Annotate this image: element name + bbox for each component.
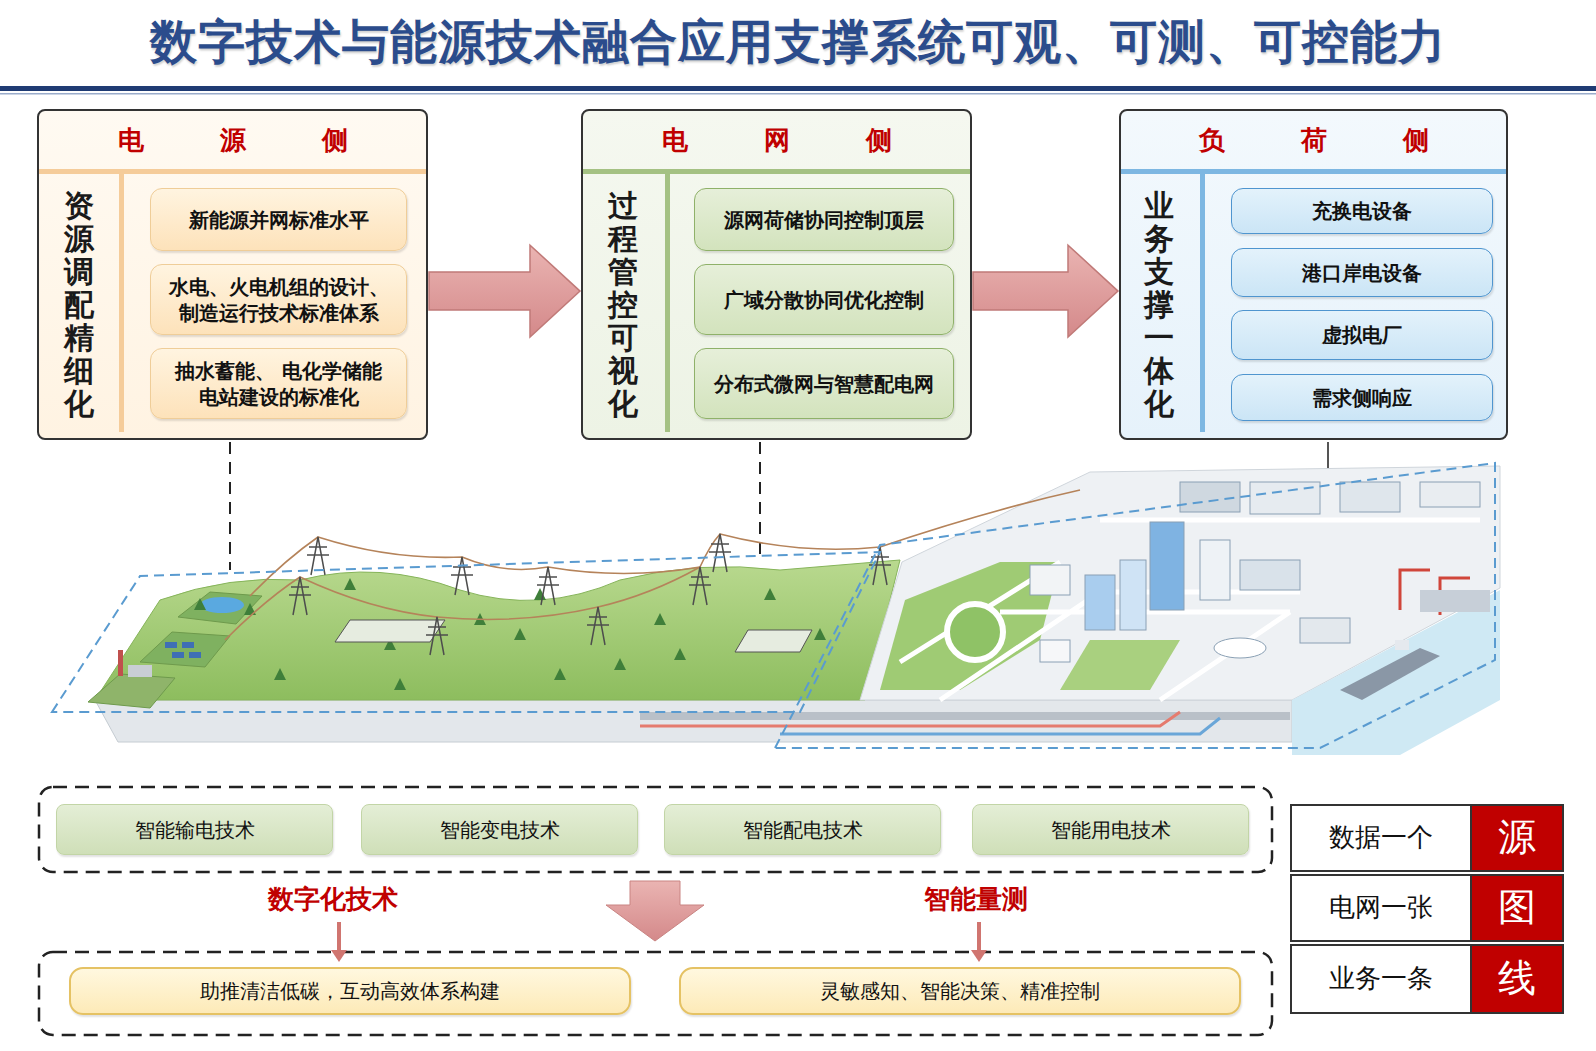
vertical-label: 业务支撑一体化 bbox=[1144, 189, 1174, 420]
box-text: 智能变电技术 bbox=[440, 817, 560, 843]
box-text: 源网荷储协同控制顶层 bbox=[724, 207, 924, 233]
item-box: 港口岸电设备 bbox=[1231, 248, 1493, 297]
panel-header: 电源侧 bbox=[39, 111, 426, 169]
box-text: 充换电设备 bbox=[1312, 198, 1412, 224]
tunnel bbox=[640, 712, 1290, 720]
block-arrow bbox=[973, 245, 1118, 337]
park bbox=[1060, 640, 1180, 690]
table-cell: 源 bbox=[1472, 806, 1562, 870]
item-box: 新能源并网标准水平 bbox=[150, 188, 407, 251]
region-outline bbox=[52, 552, 880, 712]
ship bbox=[1395, 640, 1409, 650]
tech-box: 智能变电技术 bbox=[361, 804, 638, 855]
table-cell: 数据一个 bbox=[1292, 806, 1470, 870]
box-text: 分布式微网与智慧配电网 bbox=[714, 371, 934, 397]
table-cell: 电网一张 bbox=[1292, 876, 1470, 940]
pipe bbox=[640, 712, 1180, 726]
ship bbox=[1340, 648, 1440, 700]
item-box: 水电、火电机组的设计、 制造运行技术标准体系 bbox=[150, 264, 407, 335]
diagram-title: 数字技术与能源技术融合应用支撑系统可观、可测、可控能力 bbox=[0, 8, 1596, 76]
box-text: 灵敏感知、智能决策、精准控制 bbox=[820, 978, 1100, 1004]
box-text: 港口岸电设备 bbox=[1302, 260, 1422, 286]
power-line bbox=[225, 567, 700, 640]
bridge bbox=[1420, 590, 1490, 612]
header-rule bbox=[39, 169, 426, 174]
tree bbox=[194, 578, 826, 690]
group-outline bbox=[39, 952, 1272, 1035]
region-outline bbox=[775, 463, 1495, 748]
box-text: 水电、火电机组的设计、 制造运行技术标准体系 bbox=[166, 274, 391, 326]
small-arrow bbox=[977, 922, 981, 950]
pylon bbox=[289, 534, 891, 655]
reservoir bbox=[200, 597, 244, 613]
box-text: 需求侧响应 bbox=[1312, 385, 1412, 411]
table-cell: 图 bbox=[1472, 876, 1562, 940]
base-slab bbox=[95, 700, 1292, 742]
box-text: 智能配电技术 bbox=[743, 817, 863, 843]
tech-box: 智能输电技术 bbox=[56, 804, 333, 855]
item-box: 需求侧响应 bbox=[1231, 374, 1493, 421]
box-text: 助推清洁低碳，互动高效体系构建 bbox=[200, 978, 500, 1004]
item-box: 充换电设备 bbox=[1231, 188, 1493, 234]
tech-box: 智能用电技术 bbox=[972, 804, 1249, 855]
side-panel: 电网侧过程管控可视化 源网荷储协同控制顶层广域分散协同优化控制分布式微网与智慧配电… bbox=[581, 109, 972, 440]
box-text: 新能源并网标准水平 bbox=[189, 207, 369, 233]
pipe bbox=[780, 718, 1220, 734]
road bbox=[900, 520, 1480, 700]
table-cell: 业务一条 bbox=[1292, 946, 1470, 1012]
leader-line bbox=[229, 442, 231, 570]
panel-header: 电网侧 bbox=[583, 111, 970, 169]
box-text: 虚拟电厂 bbox=[1322, 322, 1402, 348]
box-text: 智能输电技术 bbox=[135, 817, 255, 843]
item-box: 源网荷储协同控制顶层 bbox=[694, 188, 954, 251]
terrain bbox=[95, 560, 900, 700]
block-arrow bbox=[429, 245, 580, 337]
side-panel: 电源侧资源调配精细化 新能源并网标准水平水电、火电机组的设计、 制造运行技术标准体… bbox=[37, 109, 428, 440]
leader-line bbox=[1327, 442, 1329, 472]
header-rule bbox=[1121, 169, 1506, 174]
divider-bar bbox=[119, 174, 124, 432]
roundabout bbox=[947, 604, 1003, 660]
divider-bar bbox=[665, 174, 670, 432]
item-box: 抽水蓄能、 电化学储能 电站建设的标准化 bbox=[150, 348, 407, 419]
power-line bbox=[250, 490, 1080, 596]
substation bbox=[335, 620, 445, 642]
city-platform bbox=[860, 466, 1500, 700]
thermal-plant bbox=[88, 674, 175, 708]
plant-building bbox=[128, 665, 152, 677]
title-rule bbox=[0, 86, 1596, 91]
group-outline bbox=[39, 787, 1272, 872]
item-box: 分布式微网与智慧配电网 bbox=[694, 348, 954, 419]
summary-table bbox=[1291, 805, 1563, 1013]
goal-box: 灵敏感知、智能决策、精准控制 bbox=[679, 967, 1241, 1015]
tech-box: 智能配电技术 bbox=[664, 804, 941, 855]
goal-box: 助推清洁低碳，互动高效体系构建 bbox=[69, 967, 631, 1015]
solar-plant bbox=[140, 632, 230, 667]
divider-bar bbox=[1200, 174, 1205, 432]
substation bbox=[735, 630, 812, 652]
panel-header: 负荷侧 bbox=[1121, 111, 1506, 169]
header-rule bbox=[583, 169, 970, 174]
solar-panel bbox=[165, 642, 201, 658]
small-arrow bbox=[331, 950, 347, 962]
chimney bbox=[118, 650, 123, 676]
small-arrow bbox=[337, 922, 341, 950]
note-label: 智能量测 bbox=[924, 884, 1028, 915]
note-label: 数字化技术 bbox=[268, 884, 398, 915]
box-text: 智能用电技术 bbox=[1051, 817, 1171, 843]
box-text: 广域分散协同优化控制 bbox=[724, 287, 924, 313]
vertical-label: 资源调配精细化 bbox=[64, 189, 94, 420]
item-box: 广域分散协同优化控制 bbox=[694, 264, 954, 335]
buildings bbox=[1030, 482, 1480, 662]
small-arrow bbox=[971, 950, 987, 962]
box-text: 抽水蓄能、 电化学储能 电站建设的标准化 bbox=[172, 358, 385, 410]
table-cell: 线 bbox=[1472, 946, 1562, 1012]
item-box: 虚拟电厂 bbox=[1231, 310, 1493, 360]
vertical-label: 过程管控可视化 bbox=[608, 189, 638, 420]
side-panel: 负荷侧业务支撑一体化 充换电设备港口岸电设备虚拟电厂需求侧响应 bbox=[1119, 109, 1508, 440]
title-rule bbox=[0, 93, 1596, 95]
down-arrow bbox=[606, 881, 704, 941]
